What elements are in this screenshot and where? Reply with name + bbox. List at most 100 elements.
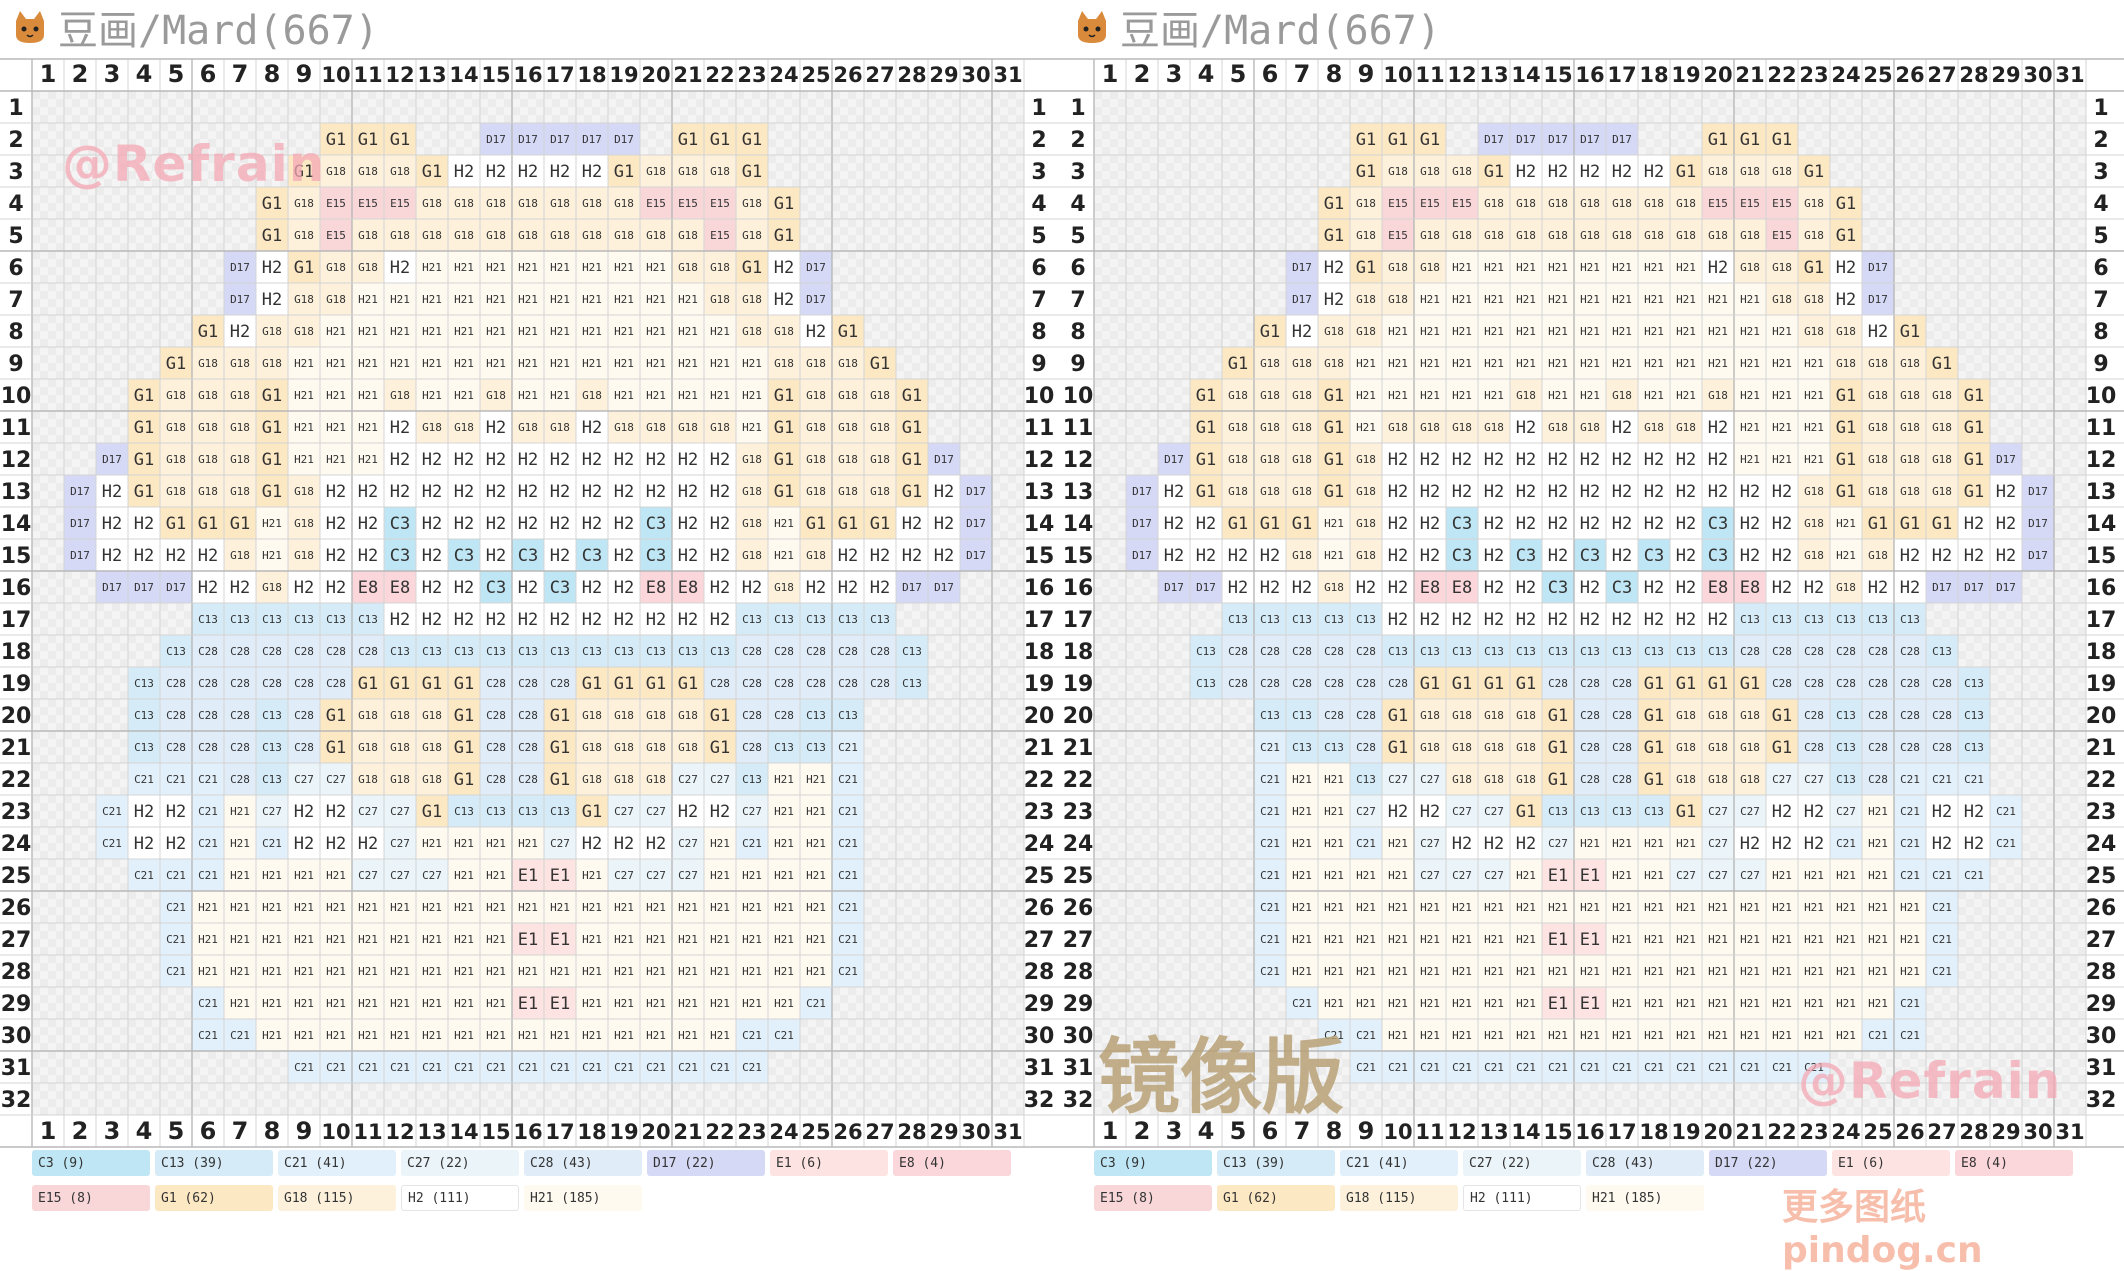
bead-code-label: H2 bbox=[1196, 546, 1216, 566]
bead-cell bbox=[1414, 987, 1446, 1019]
bead-cell bbox=[128, 731, 160, 763]
bead-code-label: H21 bbox=[390, 933, 410, 946]
watermark-refrain: @Refrain bbox=[62, 135, 326, 193]
bead-cell bbox=[288, 891, 320, 923]
bead-code-label: C21 bbox=[390, 1061, 410, 1074]
bead-code-label: C13 bbox=[550, 645, 570, 658]
bead-cell bbox=[576, 1019, 608, 1051]
bead-code-label: E15 bbox=[326, 197, 346, 210]
bead-code-label: G18 bbox=[166, 485, 186, 498]
bead-cell bbox=[1734, 411, 1766, 443]
bead-cell bbox=[608, 315, 640, 347]
bead-code-label: C21 bbox=[326, 1061, 346, 1074]
bead-code-label: C27 bbox=[614, 869, 634, 882]
legend-item-g18: G18 (115) bbox=[278, 1185, 396, 1211]
bead-code-label: H2 bbox=[1804, 802, 1824, 822]
bead-cell bbox=[1286, 891, 1318, 923]
bead-cell bbox=[1574, 987, 1606, 1019]
bead-code-label: G1 bbox=[326, 706, 346, 726]
bead-code-label: D17 bbox=[230, 261, 250, 274]
bead-cell bbox=[736, 859, 768, 891]
bead-cell bbox=[640, 347, 672, 379]
bead-cell bbox=[192, 827, 224, 859]
bead-code-label: H2 bbox=[1452, 450, 1472, 470]
bead-cell bbox=[1446, 795, 1478, 827]
bead-cell bbox=[608, 955, 640, 987]
bead-code-label: H21 bbox=[1388, 1029, 1408, 1042]
bead-cell bbox=[1190, 507, 1222, 539]
bead-code-label: G1 bbox=[1324, 386, 1344, 406]
bead-code-label: H2 bbox=[486, 450, 506, 470]
bead-code-label: C28 bbox=[550, 677, 570, 690]
bead-cell bbox=[1350, 827, 1382, 859]
bead-code-label: C28 bbox=[198, 741, 218, 754]
bead-code-label: G18 bbox=[582, 389, 602, 402]
bead-cell bbox=[1382, 571, 1414, 603]
legend-item-g1: G1 (62) bbox=[155, 1185, 273, 1211]
bead-cell bbox=[192, 667, 224, 699]
row-number-right: 20 bbox=[1024, 704, 1055, 729]
bead-code-label: H2 bbox=[1932, 546, 1952, 566]
bead-cell bbox=[1766, 347, 1798, 379]
bead-cell bbox=[608, 699, 640, 731]
bead-code-label: G18 bbox=[1708, 389, 1728, 402]
bead-code-label: H21 bbox=[582, 293, 602, 306]
bead-code-label: H21 bbox=[1836, 933, 1856, 946]
bead-cell bbox=[1830, 699, 1862, 731]
legend-item-c27: C27 (22) bbox=[1463, 1150, 1581, 1176]
bead-code-label: G1 bbox=[1900, 322, 1920, 342]
bead-cell bbox=[256, 315, 288, 347]
bead-code-label: H21 bbox=[1452, 933, 1472, 946]
bead-cell bbox=[384, 827, 416, 859]
row-number-left: 16 bbox=[1, 576, 32, 601]
bead-code-label: H21 bbox=[1804, 357, 1824, 370]
bead-cell bbox=[352, 795, 384, 827]
bead-code-label: C28 bbox=[294, 709, 314, 722]
bead-cell bbox=[1286, 763, 1318, 795]
bead-cell bbox=[1222, 443, 1254, 475]
bead-cell bbox=[1638, 155, 1670, 187]
bead-cell bbox=[800, 475, 832, 507]
bead-code-label: E15 bbox=[1772, 229, 1792, 242]
bead-cell bbox=[1574, 379, 1606, 411]
bead-code-label: G1 bbox=[1708, 130, 1728, 150]
bead-cell bbox=[704, 187, 736, 219]
bead-cell bbox=[1830, 187, 1862, 219]
bead-cell bbox=[608, 891, 640, 923]
bead-code-label: G1 bbox=[1900, 514, 1920, 534]
bead-code-label: H21 bbox=[1580, 901, 1600, 914]
bead-cell bbox=[352, 251, 384, 283]
bead-code-label: G18 bbox=[1836, 325, 1856, 338]
bead-code-label: H21 bbox=[1868, 933, 1888, 946]
row-number-right: 5 bbox=[2093, 224, 2108, 249]
bead-code-label: H2 bbox=[1580, 162, 1600, 182]
bead-cell bbox=[1414, 923, 1446, 955]
bead-cell bbox=[1670, 891, 1702, 923]
bead-code-label: D17 bbox=[934, 581, 954, 594]
column-number-top: 18 bbox=[577, 63, 606, 87]
bead-cell bbox=[448, 219, 480, 251]
bead-cell bbox=[1702, 443, 1734, 475]
bead-cell bbox=[736, 603, 768, 635]
bead-cell bbox=[800, 379, 832, 411]
bead-cell bbox=[1734, 763, 1766, 795]
bead-cell bbox=[2022, 507, 2054, 539]
bead-cell bbox=[800, 571, 832, 603]
bead-cell bbox=[480, 763, 512, 795]
column-number-bottom: 16 bbox=[513, 1120, 542, 1144]
bead-code-label: C3 bbox=[390, 514, 410, 534]
bead-code-label: H21 bbox=[198, 901, 218, 914]
bead-cell bbox=[576, 1051, 608, 1083]
bead-code-label: H21 bbox=[1292, 965, 1312, 978]
bead-cell bbox=[1766, 475, 1798, 507]
bead-cell bbox=[1830, 635, 1862, 667]
bead-cell bbox=[1862, 347, 1894, 379]
bead-cell bbox=[1222, 635, 1254, 667]
bead-code-label: H21 bbox=[1772, 389, 1792, 402]
bead-cell bbox=[1446, 987, 1478, 1019]
column-number-top: 26 bbox=[1895, 63, 1924, 87]
row-number-left: 2 bbox=[1070, 128, 1085, 153]
row-number-left: 18 bbox=[1063, 640, 1094, 665]
row-number-right: 21 bbox=[1024, 736, 1055, 761]
